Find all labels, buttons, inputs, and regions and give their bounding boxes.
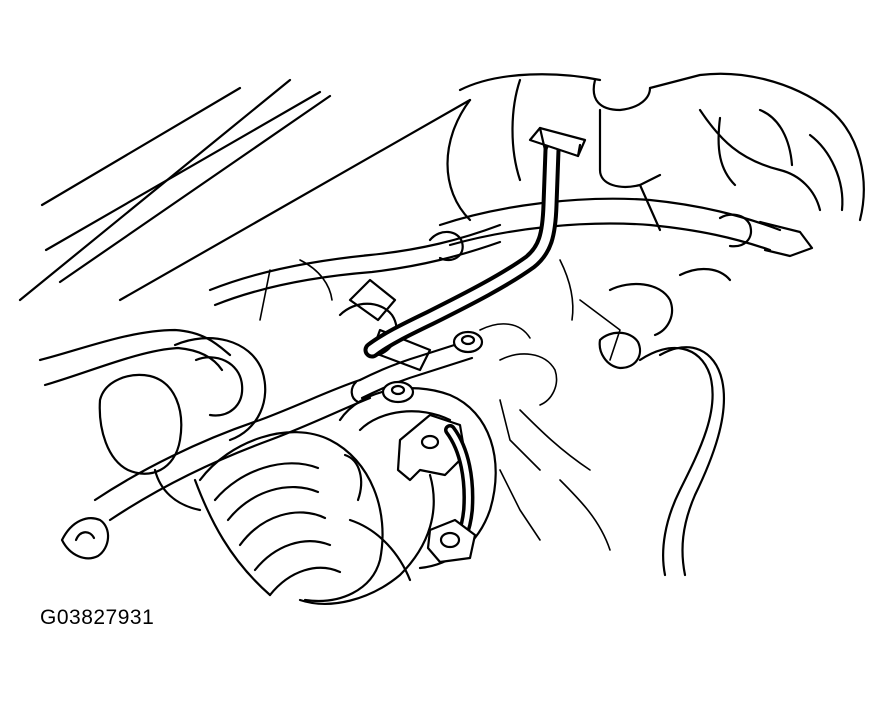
fender-edge-lines	[18, 78, 472, 302]
figure-code-label: G03827931	[40, 606, 155, 629]
lower-harness-bracket	[396, 413, 477, 564]
harness-bolt-lower	[381, 380, 415, 404]
fuel-rail-pipe	[208, 223, 502, 322]
air-intake-bellows	[193, 431, 435, 605]
right-side-hose	[598, 283, 726, 577]
left-component-housing	[98, 337, 267, 512]
harness-bolt-upper	[452, 330, 484, 354]
engine-detail-lines	[259, 259, 621, 551]
left-coolant-hose	[38, 328, 372, 560]
wiring-harness	[363, 141, 561, 359]
upper-right-assembly	[446, 72, 865, 232]
harness-connector	[528, 126, 587, 158]
upper-hose-right	[438, 197, 814, 282]
